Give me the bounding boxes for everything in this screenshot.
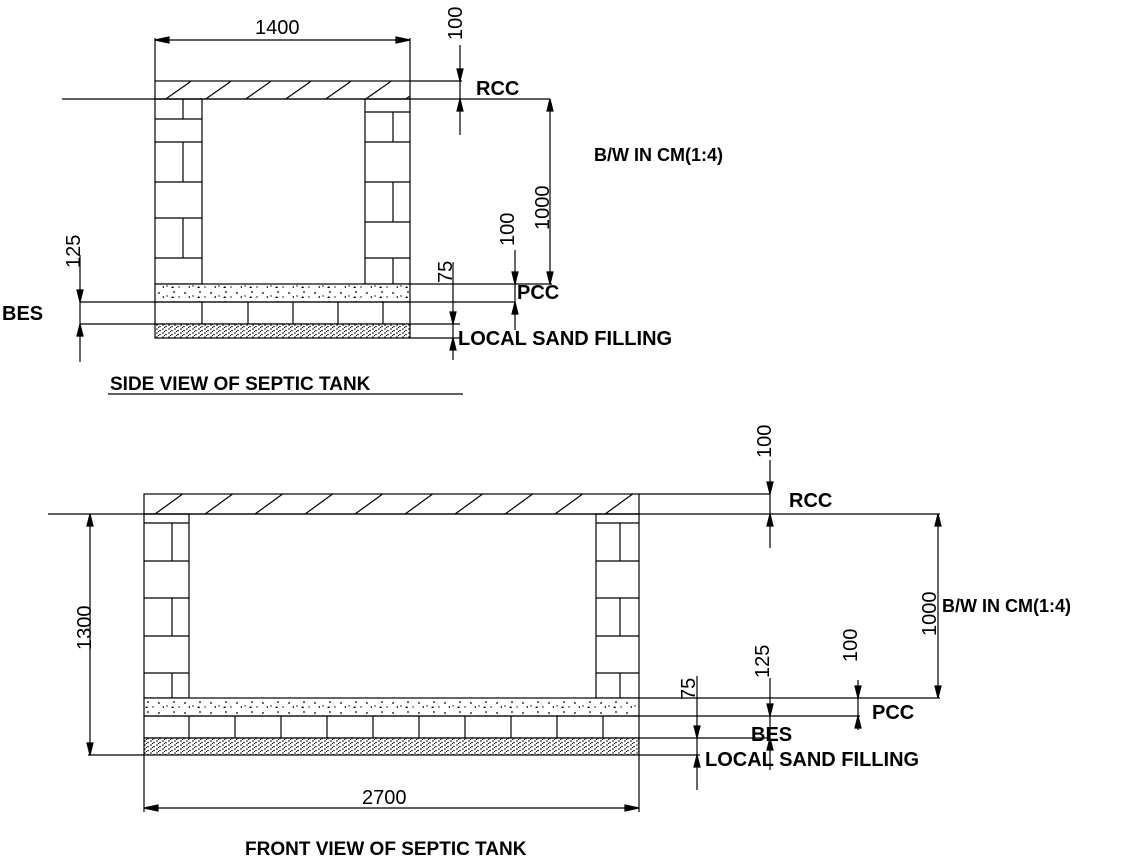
front-rcc-thickness-dim: 100 <box>754 425 776 458</box>
side-right-wall <box>364 98 411 285</box>
front-width-dim: 2700 <box>362 787 407 809</box>
side-pcc-layer <box>154 283 411 303</box>
side-sand-label: LOCAL SAND FILLING <box>458 328 672 350</box>
front-bes-dim: 125 <box>752 645 774 678</box>
side-pcc-thickness-dim: 100 <box>497 213 519 246</box>
side-rcc-hatch <box>164 81 410 99</box>
front-view <box>48 460 942 812</box>
front-bes-label: BES <box>751 724 792 746</box>
side-bes-label: BES <box>2 303 43 325</box>
front-rcc-label: RCC <box>789 490 832 512</box>
front-brickwork-label: B/W IN CM(1:4) <box>942 596 1071 616</box>
front-left-wall <box>143 513 190 699</box>
side-pcc-label: PCC <box>517 282 559 304</box>
front-overall-height-dim: 1300 <box>74 606 96 651</box>
front-right-wall <box>595 513 640 699</box>
side-rcc-label: RCC <box>476 78 519 100</box>
front-rcc-hatch <box>154 494 634 514</box>
side-wall-height-dim: 1000 <box>532 186 554 231</box>
side-view-title: SIDE VIEW OF SEPTIC TANK <box>110 374 371 395</box>
front-wall-height-dim: 1000 <box>919 592 941 637</box>
front-pcc-label: PCC <box>872 702 914 724</box>
side-view <box>62 36 554 395</box>
front-view-title: FRONT VIEW OF SEPTIC TANK <box>245 839 527 860</box>
side-width-dim: 1400 <box>255 17 300 39</box>
side-pcc-dim: 75 <box>435 261 457 283</box>
side-bes-dim: 125 <box>63 235 85 268</box>
side-sand-layer <box>154 323 411 339</box>
front-bes-layer <box>143 715 640 739</box>
front-pcc-dim: 75 <box>678 678 700 700</box>
side-rcc-thickness-dim: 100 <box>445 7 467 40</box>
front-pcc-layer <box>143 697 640 717</box>
side-brickwork-label: B/W IN CM(1:4) <box>594 145 723 165</box>
side-left-wall <box>154 98 203 285</box>
side-bes-layer <box>154 301 411 325</box>
front-sand-label: LOCAL SAND FILLING <box>705 749 919 771</box>
side-rcc-slab <box>154 80 411 100</box>
front-sand-layer <box>143 737 640 756</box>
front-pcc-thickness-dim: 100 <box>840 629 862 662</box>
